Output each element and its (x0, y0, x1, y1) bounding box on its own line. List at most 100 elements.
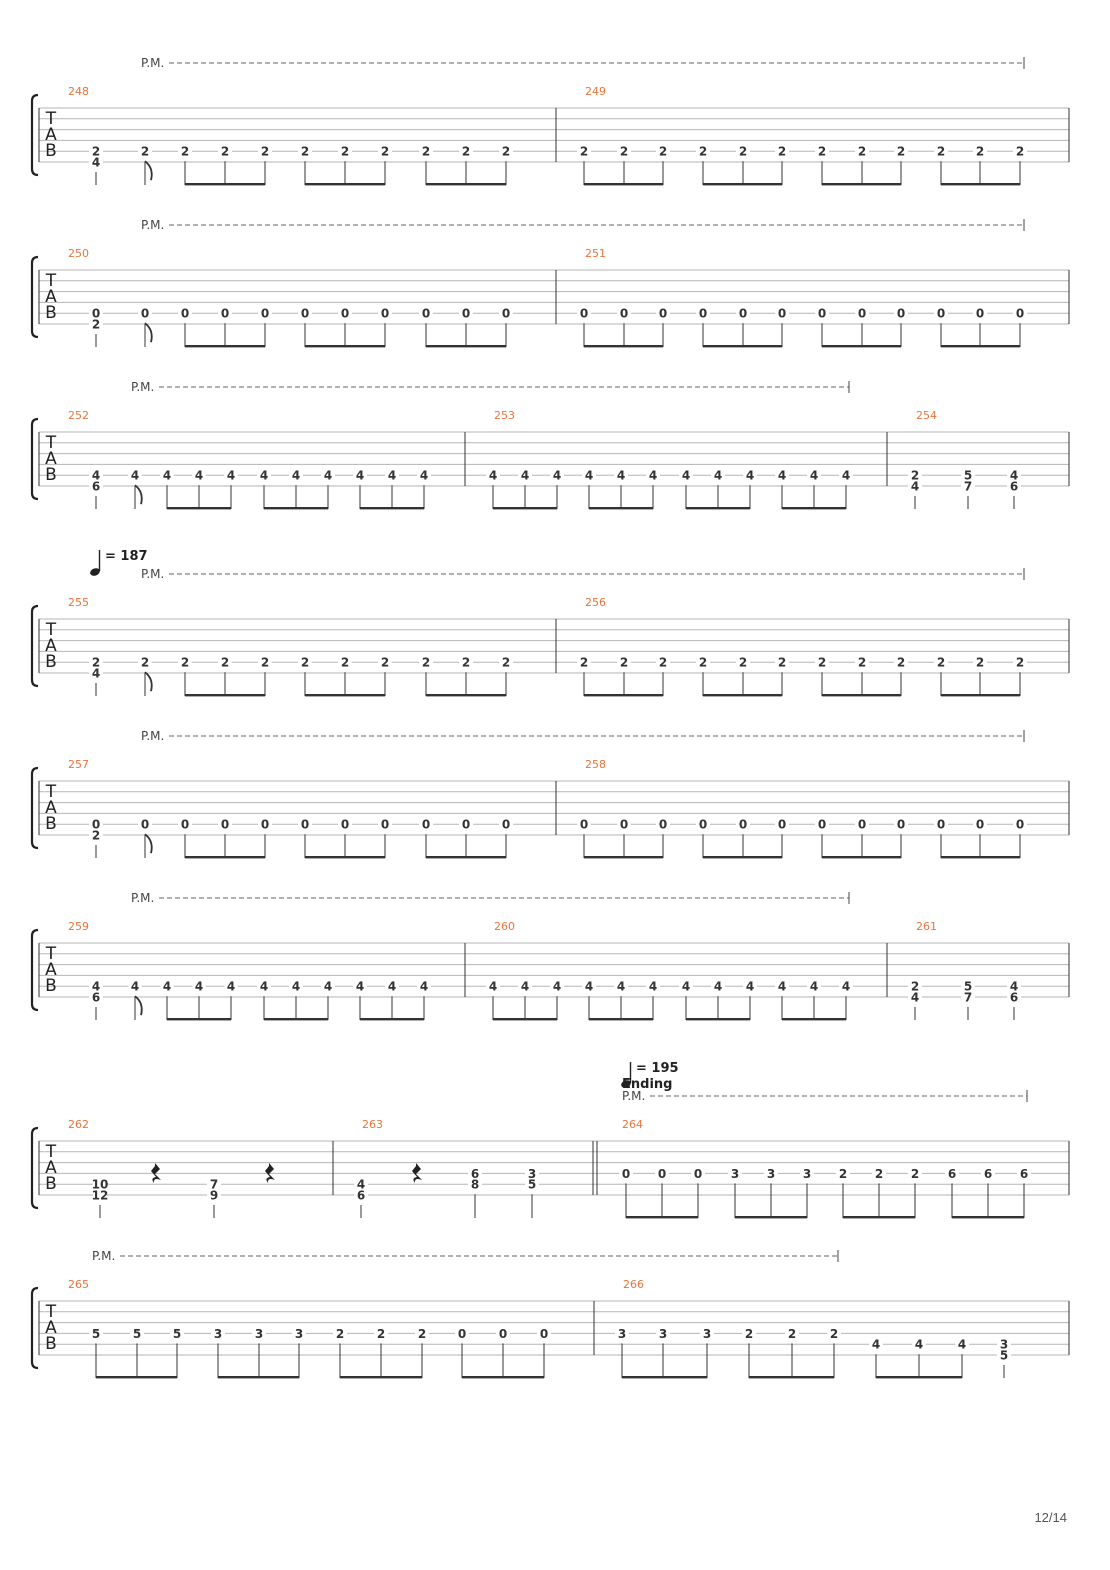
fret-number: 7 (210, 1178, 218, 1192)
measure-number: 255 (68, 596, 89, 609)
fret-background (333, 1327, 347, 1339)
fret-number: 4 (911, 480, 919, 494)
fret-number: 2 (897, 656, 905, 670)
measure-number: 259 (68, 920, 89, 933)
fret-number: 4 (356, 980, 364, 994)
beam (876, 1376, 962, 1379)
fret-background (338, 818, 352, 830)
beam (305, 345, 385, 348)
fret-background (468, 1178, 482, 1190)
fret-background (1017, 1167, 1031, 1179)
fret-number: 0 (778, 307, 786, 321)
fret-background (289, 469, 303, 481)
fret-number: 0 (658, 1167, 666, 1181)
fret-background (691, 1167, 705, 1179)
fret-number: 6 (1020, 1167, 1028, 1181)
fret-number: 0 (818, 307, 826, 321)
beam (185, 183, 265, 186)
fret-number: 12 (92, 1189, 109, 1203)
fret-number: 2 (92, 145, 100, 159)
system-bracket (30, 255, 39, 339)
beam (589, 1018, 653, 1021)
fret-background (417, 980, 431, 992)
fret-number: 4 (872, 1338, 880, 1352)
fret-number: 0 (659, 818, 667, 832)
fret-background (218, 307, 232, 319)
fret-background (700, 1327, 714, 1339)
fret-number: 0 (1016, 307, 1024, 321)
fret-background (353, 469, 367, 481)
fret-number: 4 (746, 980, 754, 994)
fret-number: 2 (418, 1327, 426, 1341)
fret-background (257, 980, 271, 992)
fret-background (128, 469, 142, 481)
fret-background (211, 1327, 225, 1339)
fret-number: 2 (911, 980, 919, 994)
fret-background (224, 469, 238, 481)
fret-background (178, 818, 192, 830)
fret-number: 0 (897, 818, 905, 832)
fret-background (736, 656, 750, 668)
fret-number: 4 (1010, 469, 1018, 483)
beam (703, 345, 782, 348)
fret-background (178, 656, 192, 668)
beam (735, 1216, 807, 1219)
fret-number: 2 (181, 656, 189, 670)
palm-mute-label: P.M. (622, 1089, 645, 1103)
fret-background (138, 145, 152, 157)
fret-background (872, 1167, 886, 1179)
fret-background (89, 156, 103, 167)
fret-number: 4 (778, 469, 786, 483)
beam (360, 1018, 424, 1021)
fret-background (298, 145, 312, 157)
beam (589, 507, 653, 510)
palm-mute-label: P.M. (141, 56, 164, 70)
fret-background (218, 818, 232, 830)
fret-number: 2 (341, 145, 349, 159)
beam (305, 183, 385, 186)
fret-background (258, 145, 272, 157)
system-bracket (30, 1126, 39, 1210)
fret-background (696, 145, 710, 157)
fret-number: 0 (462, 818, 470, 832)
fret-background (89, 307, 103, 319)
fret-background (785, 1327, 799, 1339)
fret-background (775, 469, 789, 481)
fret-background (742, 1327, 756, 1339)
fret-number: 2 (181, 145, 189, 159)
fret-background (696, 656, 710, 668)
measure-number: 250 (68, 247, 89, 260)
fret-number: 4 (356, 469, 364, 483)
fret-number: 2 (839, 1167, 847, 1181)
beam (686, 507, 750, 510)
fret-number: 4 (227, 980, 235, 994)
fret-number: 2 (92, 656, 100, 670)
fret-number: 4 (649, 469, 657, 483)
fret-background (656, 1327, 670, 1339)
fret-background (855, 307, 869, 319)
fret-background (656, 307, 670, 319)
fret-background (961, 980, 975, 992)
palm-mute-label: P.M. (131, 891, 154, 905)
beam (952, 1216, 1024, 1219)
fret-number: 0 (92, 307, 100, 321)
fret-background (711, 469, 725, 481)
fret-number: 2 (937, 145, 945, 159)
beam (584, 183, 663, 186)
fret-background (192, 469, 206, 481)
fret-number: 0 (92, 818, 100, 832)
beam (264, 1018, 328, 1021)
fret-background (894, 307, 908, 319)
palm-mute-label: P.M. (141, 729, 164, 743)
fret-number: 3 (703, 1327, 711, 1341)
fret-number: 5 (92, 1327, 100, 1341)
fret-background (646, 469, 660, 481)
fret-number: 2 (221, 145, 229, 159)
fret-number: 4 (260, 469, 268, 483)
tempo-value: = 187 (105, 549, 148, 564)
fret-number: 4 (714, 980, 722, 994)
measure-number: 260 (494, 920, 515, 933)
fret-background (499, 145, 513, 157)
